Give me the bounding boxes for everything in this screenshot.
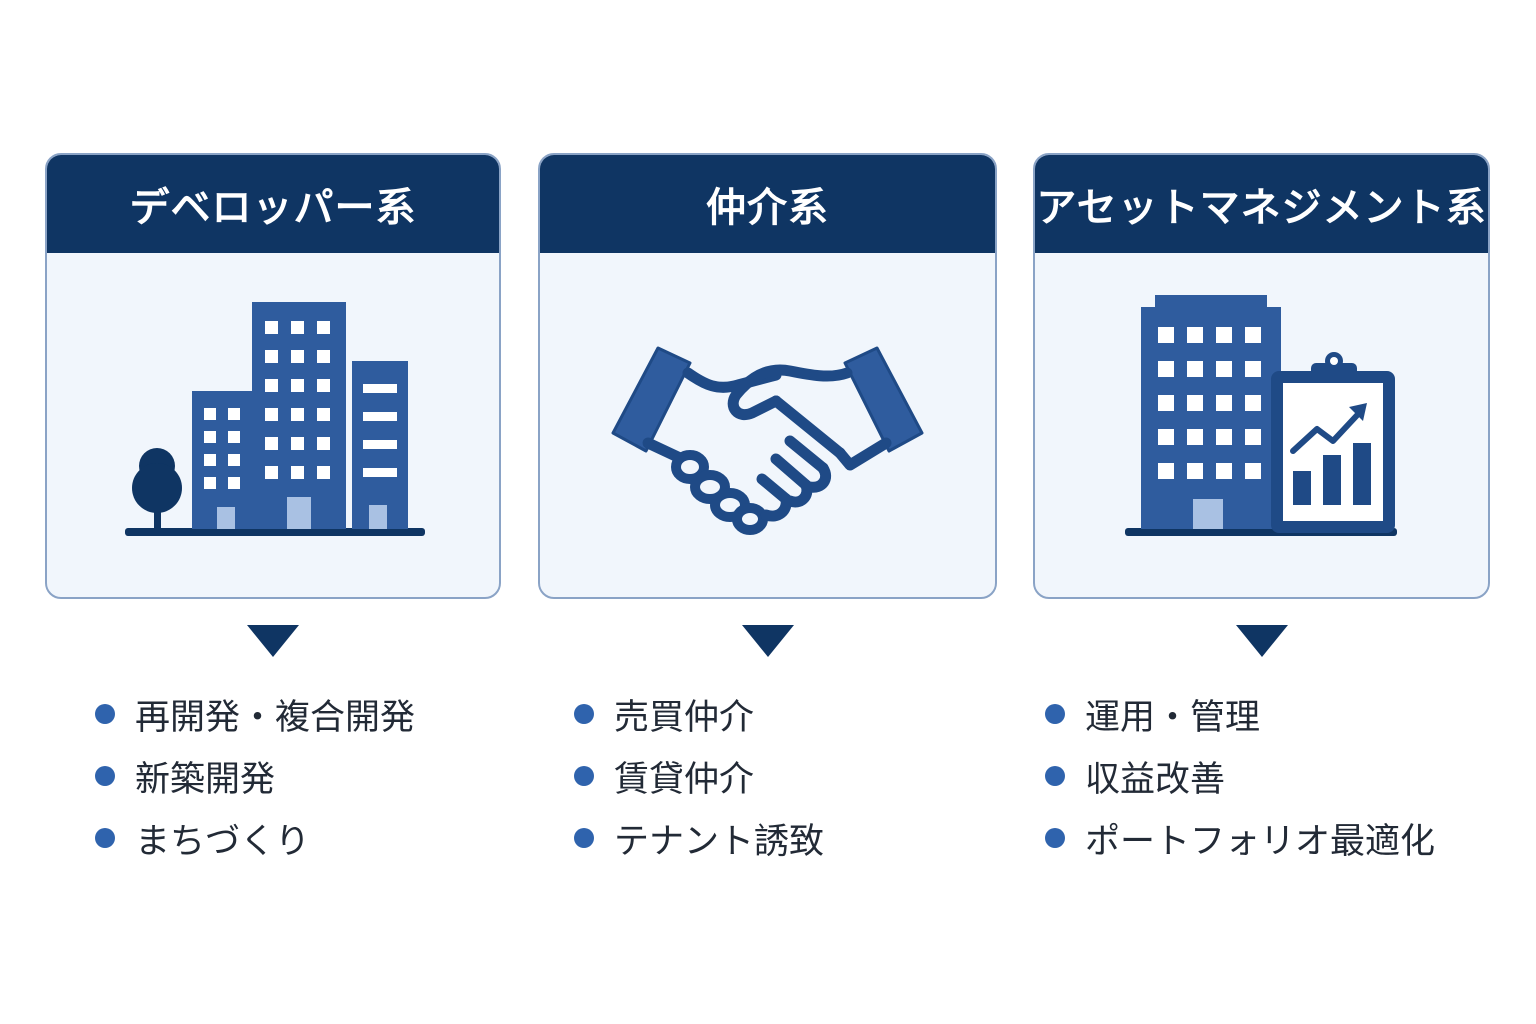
item-list: 売買仲介 賃貸仲介 テナント誘致	[574, 683, 824, 869]
bullet-icon	[574, 828, 594, 848]
list-item: 新築開発	[95, 745, 415, 807]
card-title: 仲介系	[540, 155, 995, 253]
city-buildings-icon	[125, 302, 425, 536]
down-arrow-icon	[1235, 625, 1288, 657]
list-item: 運用・管理	[1045, 683, 1435, 745]
list-item: 売買仲介	[574, 683, 824, 745]
list-item: ポートフォリオ最適化	[1045, 807, 1435, 869]
card-brokerage: 仲介系	[538, 153, 997, 599]
card-developer: デベロッパー系	[45, 153, 501, 599]
bullet-icon	[1045, 704, 1065, 724]
list-item: テナント誘致	[574, 807, 824, 869]
column-brokerage: 仲介系	[538, 153, 997, 862]
list-item: まちづくり	[95, 807, 415, 869]
down-arrow-icon	[741, 625, 794, 657]
list-item: 賃貸仲介	[574, 745, 824, 807]
card-title: アセットマネジメント系	[1035, 155, 1488, 253]
bullet-icon	[574, 766, 594, 786]
handshake-icon	[611, 346, 924, 535]
bullet-icon	[1045, 828, 1065, 848]
list-item: 収益改善	[1045, 745, 1435, 807]
card-asset-management: アセットマネジメント系	[1033, 153, 1490, 599]
bullet-icon	[95, 766, 115, 786]
card-title: デベロッパー系	[47, 155, 499, 253]
bullet-icon	[574, 704, 594, 724]
column-developer: デベロッパー系	[45, 153, 501, 862]
card-illustration	[540, 253, 995, 597]
bullet-icon	[1045, 766, 1065, 786]
card-illustration	[47, 253, 499, 597]
item-list: 再開発・複合開発 新築開発 まちづくり	[95, 683, 415, 869]
bullet-icon	[95, 704, 115, 724]
item-list: 運用・管理 収益改善 ポートフォリオ最適化	[1045, 683, 1435, 869]
column-asset-management: アセットマネジメント系	[1033, 153, 1490, 862]
building-report-icon	[1125, 295, 1397, 536]
list-item: 再開発・複合開発	[95, 683, 415, 745]
down-arrow-icon	[247, 625, 299, 657]
bullet-icon	[95, 828, 115, 848]
card-illustration	[1035, 253, 1488, 597]
